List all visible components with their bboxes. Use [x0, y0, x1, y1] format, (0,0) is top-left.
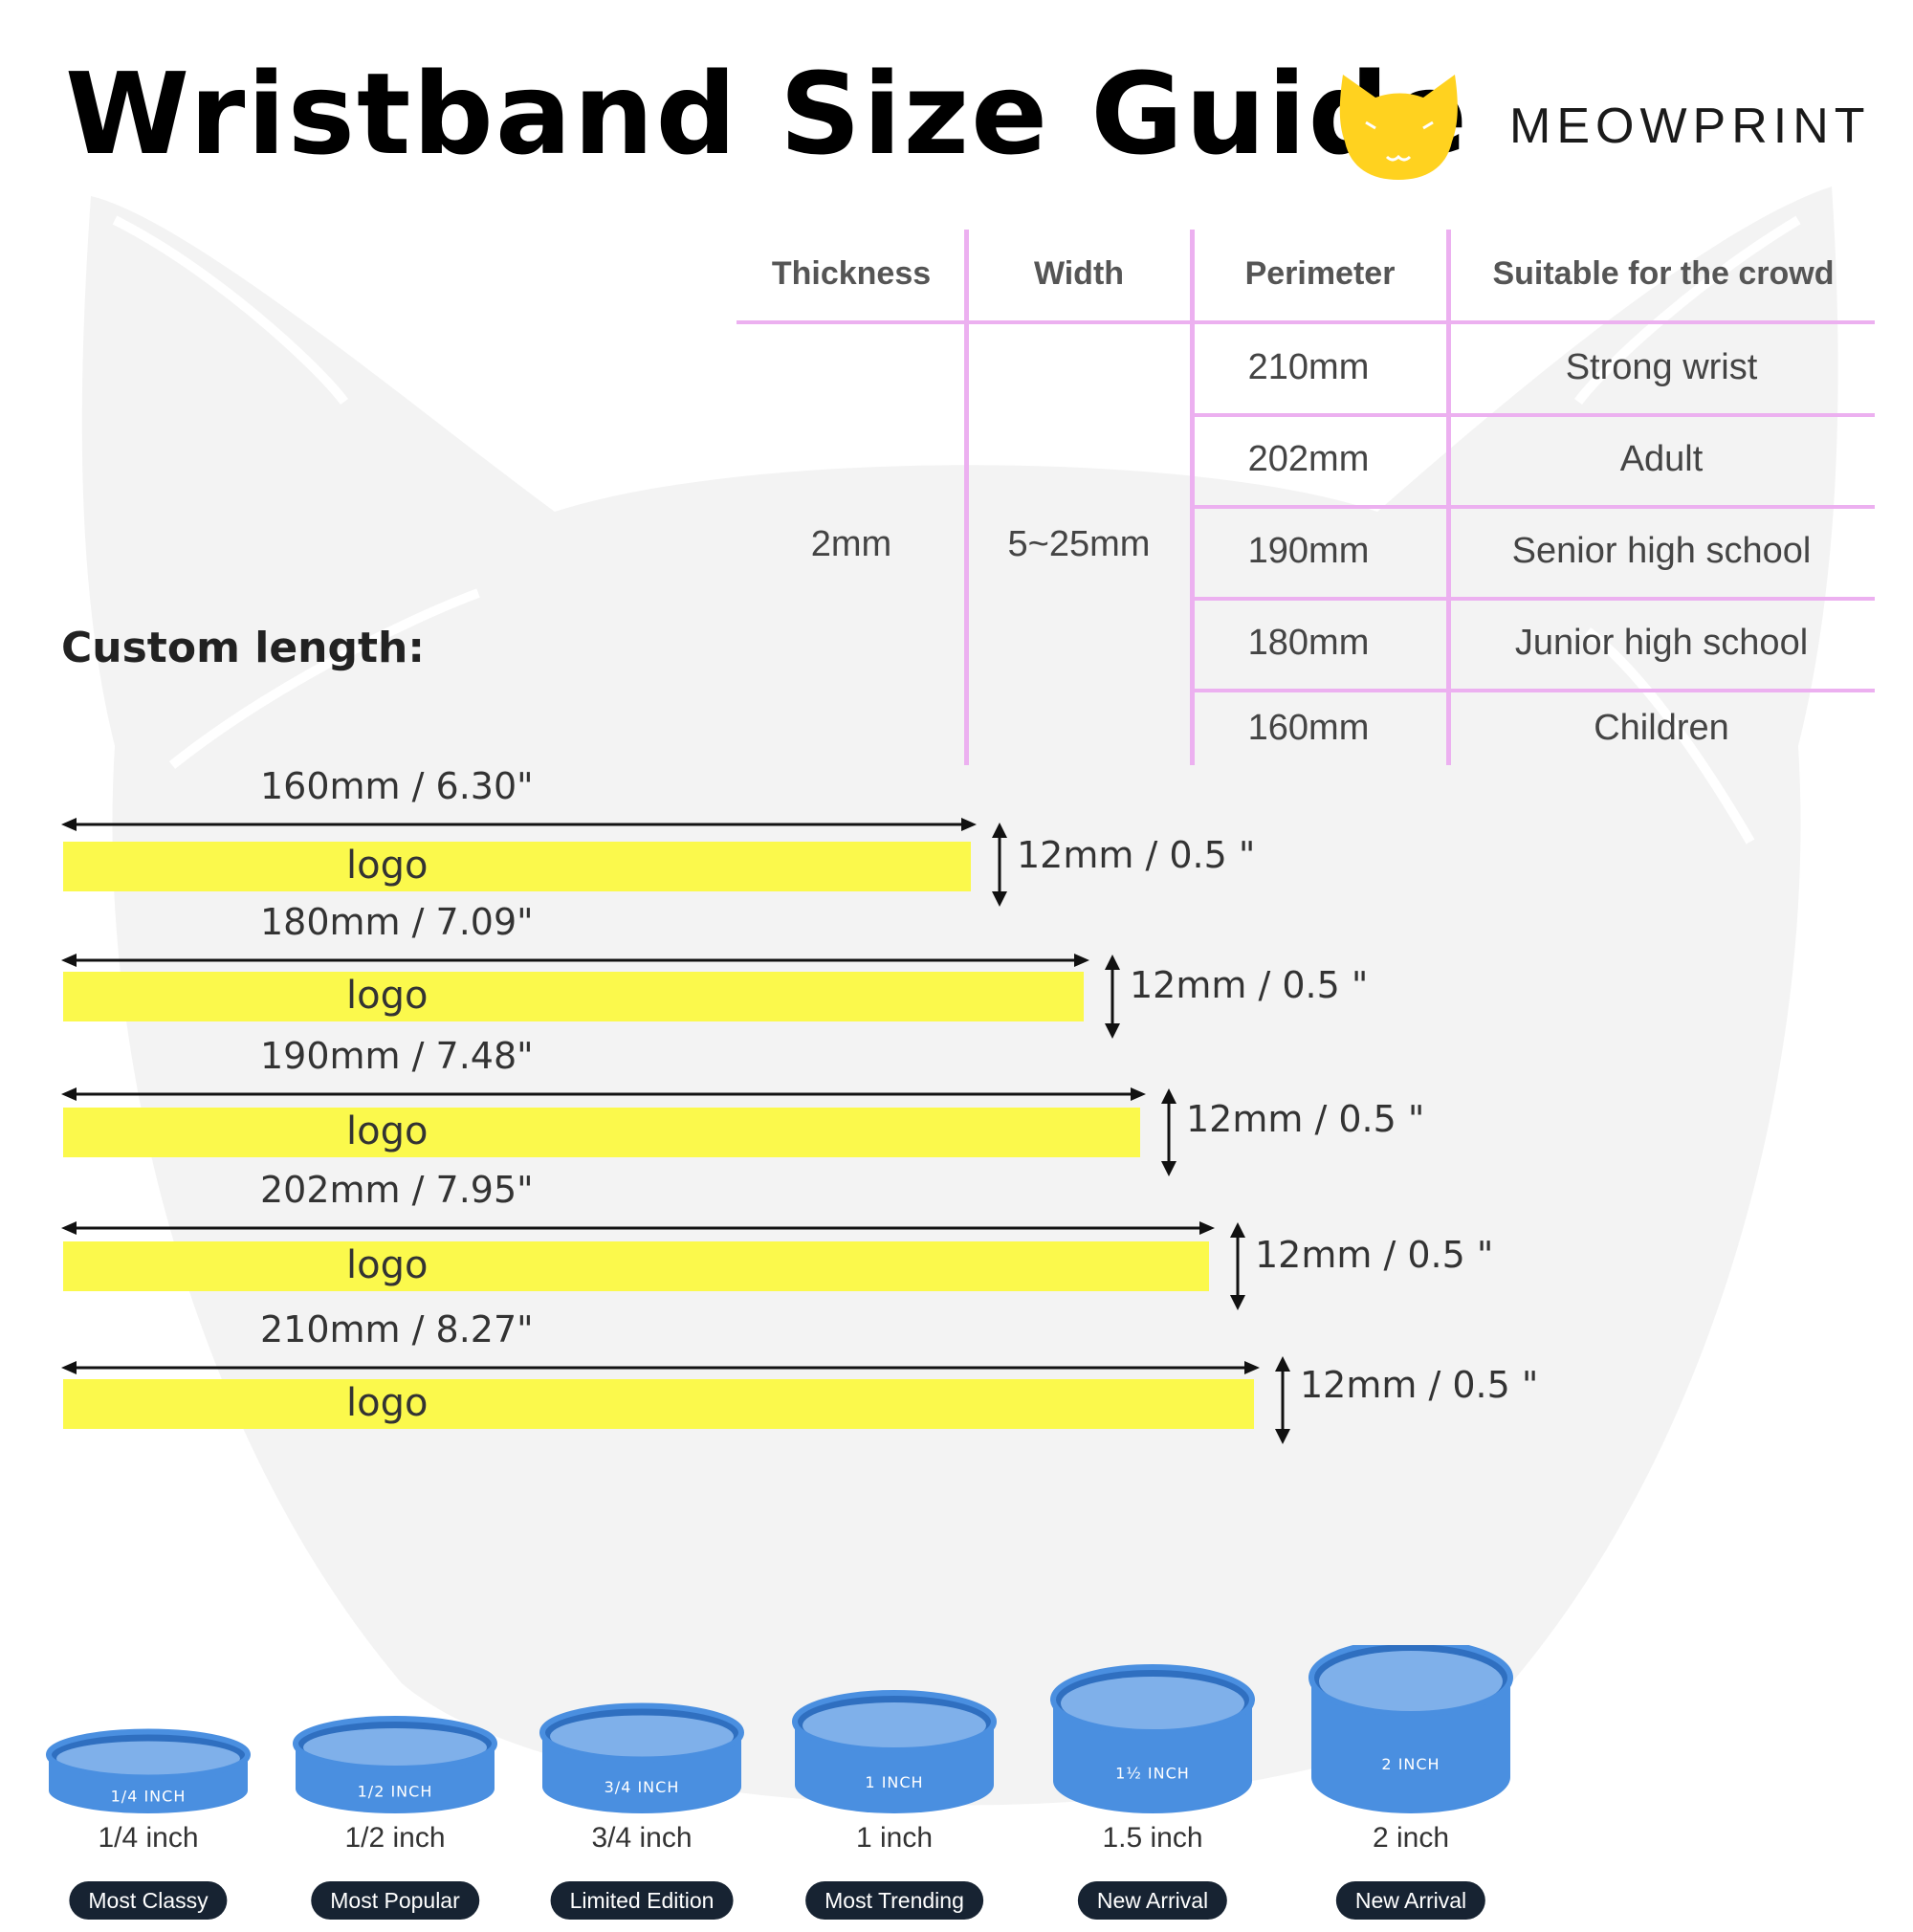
length-arrow-icon [61, 954, 1089, 967]
length-label: 180mm / 7.09" [260, 901, 534, 943]
perimeter-cell: 202mm [1247, 438, 1370, 479]
width-arrow-icon [1275, 1356, 1290, 1444]
wristband-bar: logo [63, 1108, 1140, 1157]
crowd-cell: Junior high school [1514, 622, 1809, 663]
option-badge: Most Classy [69, 1881, 228, 1920]
table-divider [964, 230, 969, 765]
width-option: 2 INCH 2 inch New Arrival [1305, 1645, 1517, 1932]
wristband-bar: logo [63, 1241, 1209, 1291]
option-badge: New Arrival [1335, 1881, 1486, 1920]
length-label: 160mm / 6.30" [260, 765, 534, 807]
perimeter-cell: 190mm [1247, 530, 1370, 571]
option-label: 1/2 inch [344, 1822, 446, 1854]
width-label: 12mm / 0.5 " [1300, 1364, 1539, 1406]
band-logo-text: logo [346, 844, 429, 888]
width-option: 1 INCH 1 inch Most Trending [788, 1645, 1000, 1932]
option-label: 1 inch [855, 1822, 934, 1854]
table-divider [1190, 230, 1195, 765]
length-arrow-icon [61, 1221, 1215, 1235]
width-arrow-icon [1161, 1088, 1176, 1176]
width-arrow-icon [1230, 1222, 1245, 1310]
option-label: 3/4 inch [591, 1822, 693, 1854]
perimeter-cell: 160mm [1247, 707, 1370, 748]
svg-text:1/2 INCH: 1/2 INCH [358, 1783, 433, 1801]
col-header-thickness: Thickness [771, 254, 932, 292]
option-label: 1.5 inch [1102, 1822, 1203, 1854]
wristband-ring-icon: 1½ INCH [1050, 1664, 1255, 1813]
brand: MEOWPRINT [1339, 69, 1875, 184]
width-arrow-icon [1105, 955, 1120, 1039]
thickness-value: 2mm [810, 523, 892, 564]
table-divider [1446, 230, 1451, 765]
table-divider [1192, 505, 1875, 509]
option-badge: Limited Edition [550, 1881, 734, 1920]
band-logo-text: logo [346, 1109, 429, 1153]
width-label: 12mm / 0.5 " [1130, 964, 1369, 1006]
cat-head-icon [1339, 75, 1458, 180]
length-arrow-icon [61, 818, 977, 831]
crowd-cell: Children [1594, 707, 1729, 748]
width-arrow-icon [992, 823, 1007, 907]
band-logo-text: logo [346, 1243, 429, 1287]
svg-text:1/4 INCH: 1/4 INCH [111, 1787, 187, 1805]
custom-length-label: Custom length: [61, 624, 425, 672]
width-option: 1/2 INCH 1/2 inch Most Popular [289, 1645, 501, 1932]
width-option: 1½ INCH 1.5 inch New Arrival [1046, 1645, 1259, 1932]
table-divider [1192, 597, 1875, 601]
perimeter-cell: 210mm [1247, 346, 1370, 387]
wristband-ring-icon: 1 INCH [792, 1690, 997, 1813]
option-badge: New Arrival [1077, 1881, 1228, 1920]
wristband-ring-icon: 3/4 INCH [539, 1702, 744, 1813]
crowd-cell: Senior high school [1511, 530, 1812, 571]
table-divider [737, 320, 1875, 324]
length-label: 202mm / 7.95" [260, 1169, 534, 1211]
wristband-ring-icon: 1/4 INCH [46, 1728, 251, 1813]
perimeter-cell: 180mm [1247, 622, 1370, 663]
col-header-perimeter: Perimeter [1244, 254, 1396, 292]
length-arrow-icon [61, 1361, 1260, 1374]
svg-text:2 INCH: 2 INCH [1381, 1755, 1440, 1773]
page-title: Wristband Size Guide [65, 48, 1470, 180]
option-badge: Most Popular [311, 1881, 479, 1920]
band-logo-text: logo [346, 974, 429, 1018]
brand-name: MEOWPRINT [1509, 99, 1871, 154]
length-label: 190mm / 7.48" [260, 1035, 534, 1077]
svg-text:1 INCH: 1 INCH [865, 1773, 923, 1791]
length-arrow-icon [61, 1087, 1146, 1101]
crowd-cell: Strong wrist [1565, 346, 1758, 387]
wristband-bar: logo [63, 1379, 1254, 1429]
option-label: 2 inch [1372, 1822, 1450, 1854]
width-value: 5~25mm [1007, 523, 1151, 564]
wristband-ring-icon: 1/2 INCH [293, 1716, 497, 1813]
svg-text:1½ INCH: 1½ INCH [1115, 1765, 1190, 1783]
width-label: 12mm / 0.5 " [1255, 1234, 1494, 1276]
option-badge: Most Trending [805, 1881, 983, 1920]
size-table: Thickness Width Perimeter Suitable for t… [737, 230, 1875, 765]
length-label: 210mm / 8.27" [260, 1308, 534, 1350]
width-label: 12mm / 0.5 " [1186, 1098, 1425, 1140]
width-option: 3/4 INCH 3/4 inch Limited Edition [536, 1645, 748, 1932]
col-header-width: Width [1033, 254, 1125, 292]
col-header-crowd: Suitable for the crowd [1492, 254, 1835, 292]
wristband-ring-icon: 2 INCH [1308, 1645, 1513, 1813]
table-divider [1192, 689, 1875, 692]
wristband-bar: logo [63, 972, 1084, 1021]
option-label: 1/4 inch [98, 1822, 199, 1854]
crowd-cell: Adult [1619, 438, 1704, 479]
band-logo-text: logo [346, 1381, 429, 1425]
svg-text:3/4 INCH: 3/4 INCH [605, 1778, 680, 1796]
wristband-bar: logo [63, 842, 971, 891]
table-divider [1192, 413, 1875, 417]
width-option: 1/4 INCH 1/4 inch Most Classy [42, 1645, 254, 1932]
width-label: 12mm / 0.5 " [1017, 834, 1256, 876]
